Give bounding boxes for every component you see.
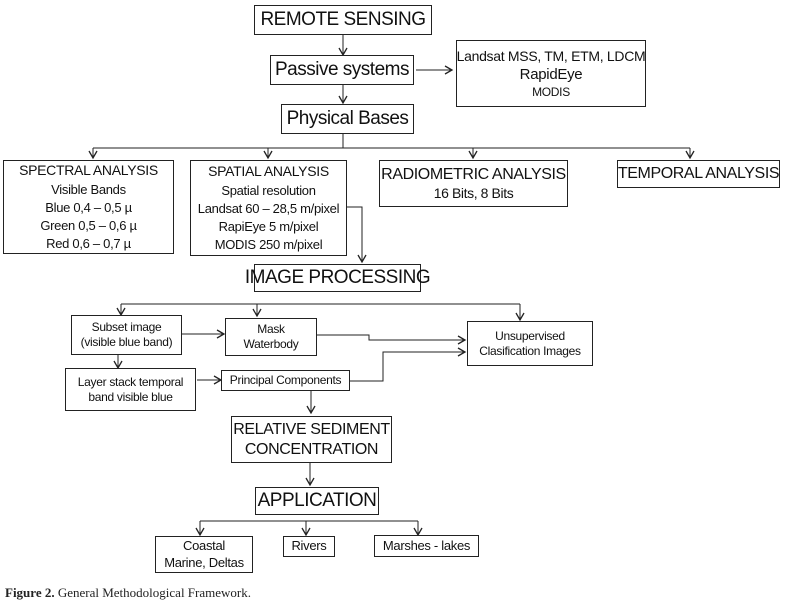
node-layer-stack: Layer stack temporal band visible blue (65, 368, 196, 411)
node-unsupervised-classification: Unsupervised Clasification Images (467, 321, 593, 366)
node-passive-systems: Passive systems (270, 55, 414, 85)
caption-text: General Methodological Framework. (54, 585, 251, 600)
edge-pc-to-unsup (350, 347, 467, 382)
node-spatial-analysis: SPATIAL ANALYSIS Spatial resolution Land… (190, 160, 347, 256)
edge-mask-to-unsup (317, 334, 467, 345)
node-application: APPLICATION (255, 487, 379, 515)
node-image-processing: IMAGE PROCESSING (245, 264, 431, 292)
node-temporal-analysis: TEMPORAL ANALYSIS (617, 160, 780, 188)
node-relative-sediment: RELATIVE SEDIMENT CONCENTRATION (231, 416, 392, 463)
node-mask-waterbody: Mask Waterbody (225, 318, 317, 356)
node-radiometric-analysis: RADIOMETRIC ANALYSIS 16 Bits, 8 Bits (379, 160, 568, 207)
node-rivers: Rivers (283, 536, 335, 557)
caption-label: Figure 2. (5, 585, 55, 600)
edge-spatial-to-imageproc (346, 206, 367, 264)
node-coastal: Coastal Marine, Deltas (155, 536, 253, 573)
node-spectral-analysis: SPECTRAL ANALYSIS Visible Bands Blue 0,4… (3, 160, 174, 254)
node-sensors: Landsat MSS, TM, ETM, LDCM RapidEye MODI… (456, 40, 646, 107)
node-marshes: Marshes - lakes (374, 535, 479, 557)
figure-caption: Figure 2. General Methodological Framewo… (5, 585, 251, 601)
node-physical-bases: Physical Bases (281, 104, 414, 134)
node-remote-sensing: REMOTE SENSING (254, 5, 432, 35)
node-subset-image: Subset image (visible blue band) (71, 315, 182, 355)
node-principal-components: Principal Components (221, 370, 350, 391)
